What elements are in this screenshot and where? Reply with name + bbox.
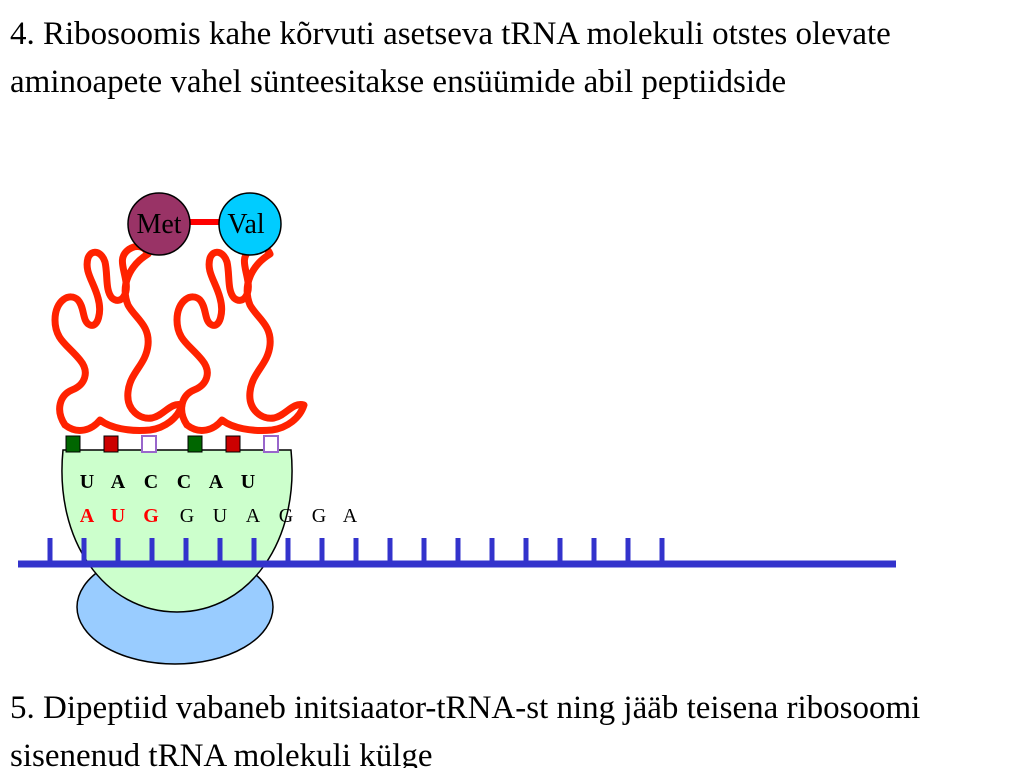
trna-val xyxy=(173,243,308,453)
trna-met-anticodon-violet xyxy=(141,435,157,453)
mrna-letter: G xyxy=(143,505,159,527)
mrna-letter: U xyxy=(111,505,125,527)
mrna-letters: A U G G U A G G A xyxy=(80,505,358,527)
trna-val-body xyxy=(173,243,308,434)
trna-val-anticodon-violet xyxy=(263,435,279,453)
mrna-letter: A xyxy=(343,505,358,527)
mrna-letter: U xyxy=(213,505,228,527)
amino-acid-met-label: Met xyxy=(136,209,181,240)
trna-val-anticodon-red xyxy=(225,435,241,453)
anticodon-letter: U xyxy=(80,471,94,493)
ribosome-large-subunit xyxy=(61,449,293,613)
amino-acid-val-circle xyxy=(218,192,282,256)
mrna-letter: G xyxy=(312,505,326,527)
trna-met-body xyxy=(51,243,186,434)
caption-step-5: 5. Dipeptiid vabaneb initsiaator-tRNA-st… xyxy=(10,690,921,768)
trna-met xyxy=(51,243,186,453)
trna-met-anticodon-green xyxy=(65,435,81,453)
mrna-strand xyxy=(18,538,896,568)
mrna-letter: G xyxy=(180,505,194,527)
anticodon-letters: U A C C A U xyxy=(80,471,255,493)
caption-step-4: 4. Ribosoomis kahe kõrvuti asetseva tRNA… xyxy=(10,16,891,100)
mrna-letter: A xyxy=(80,505,95,527)
trna-met-anticodon-red xyxy=(103,435,119,453)
anticodon-letter: C xyxy=(144,471,158,493)
anticodon-letter: A xyxy=(111,471,126,493)
anticodon-letter: C xyxy=(177,471,191,493)
anticodon-letter: U xyxy=(241,471,255,493)
anticodon-letter: A xyxy=(209,471,224,493)
amino-acid-val-label: Val xyxy=(227,209,265,240)
amino-acid-met-circle xyxy=(127,192,191,256)
mrna-letter: G xyxy=(279,505,293,527)
mrna-letter: A xyxy=(246,505,261,527)
trna-val-anticodon-green xyxy=(187,435,203,453)
